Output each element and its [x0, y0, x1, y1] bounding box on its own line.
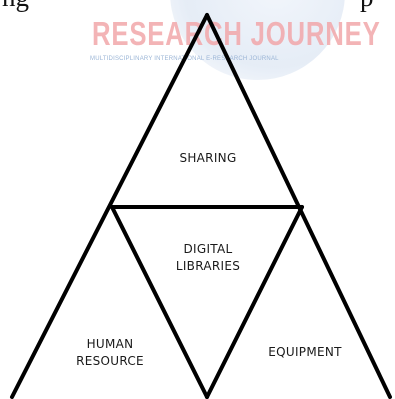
outer-left-edge [10, 13, 209, 399]
human-resource-line-2: RESOURCE [76, 354, 144, 368]
text-fragment-left: ng [2, 0, 29, 13]
digital-libraries-label: DIGITAL LIBRARIES [160, 241, 256, 275]
digital-libraries-line-1: DIGITAL [183, 242, 233, 256]
human-resource-line-1: HUMAN [86, 337, 134, 351]
inner-left-edge [110, 205, 209, 399]
digital-libraries-line-2: LIBRARIES [175, 259, 241, 273]
human-resource-label: HUMAN RESOURCE [57, 336, 163, 370]
sharing-label: SHARING [179, 151, 237, 165]
watermark-title: RESEARCH JOURNEY [92, 15, 381, 52]
inner-right-edge [205, 205, 304, 399]
equipment-label: EQUIPMENT [268, 345, 342, 359]
text-fragment-right: p [360, 0, 374, 13]
